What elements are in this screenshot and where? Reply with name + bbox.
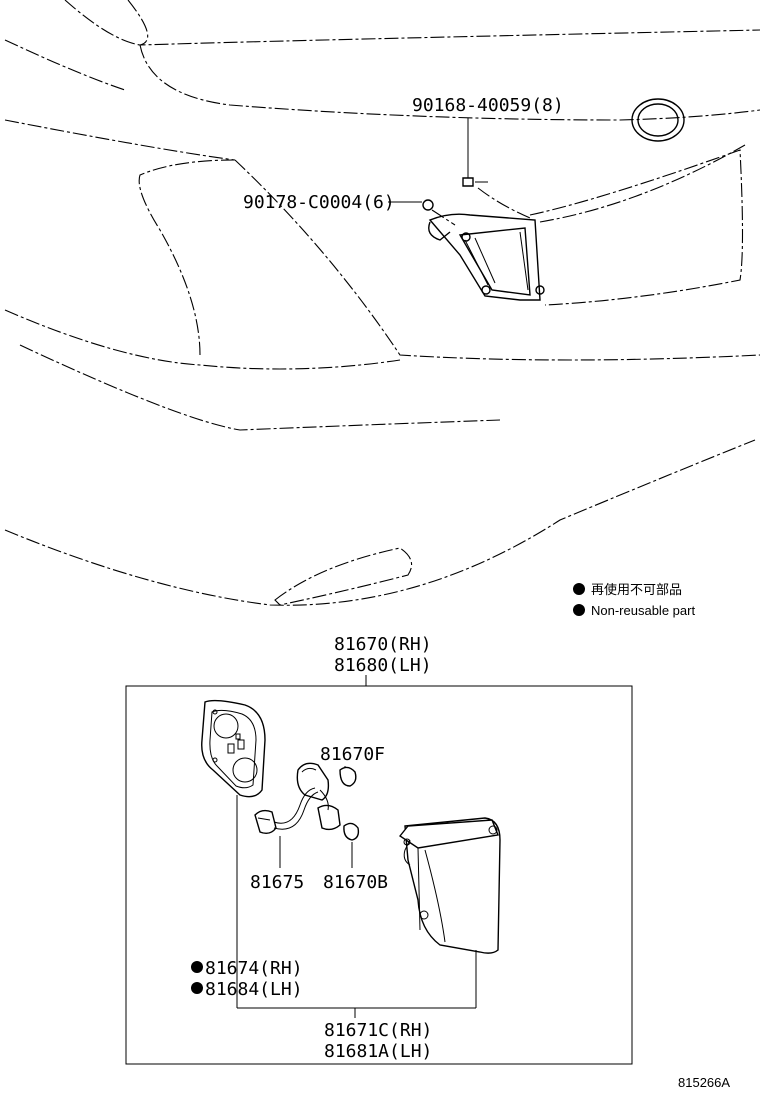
legend-english: Non-reusable part — [591, 603, 695, 618]
gasket — [201, 699, 266, 1008]
gasket-rh-part-number: 81674(RH) — [205, 958, 303, 979]
bolt-part-number: 90168-40059(8) — [412, 95, 564, 116]
lens-rh-part-number: 81671C(RH) — [324, 1020, 432, 1041]
socket: 81670F — [296, 744, 385, 831]
wire-harness: 81675 — [250, 787, 319, 893]
filled-circle-icon — [573, 583, 585, 595]
assembly-rh-part-number: 81670(RH) — [334, 634, 432, 655]
nut-callout: 90178-C0004(6) — [243, 192, 456, 226]
socket-part-number: 81670F — [320, 744, 385, 765]
gasket-callout: 81674(RH) 81684(LH) — [191, 958, 303, 1000]
bulb-part-number: 81670B — [323, 872, 388, 893]
lens-lh-part-number: 81681A(LH) — [324, 1041, 432, 1062]
installed-license-lamp — [428, 213, 545, 301]
assembly-callout: 81670(RH) 81680(LH) — [334, 634, 432, 686]
diagram-id: 815266A — [678, 1075, 730, 1090]
vehicle-body-outline — [4, 0, 760, 606]
gasket-lh-part-number: 81684(LH) — [205, 979, 303, 1000]
nut-part-number: 90178-C0004(6) — [243, 192, 395, 213]
filled-circle-icon — [191, 961, 203, 973]
bolt-callout: 90168-40059(8) — [412, 95, 564, 219]
bulb: 81670B — [323, 766, 388, 893]
lens-housing — [398, 817, 501, 1008]
wire-part-number: 81675 — [250, 872, 304, 893]
filled-circle-icon — [573, 604, 585, 616]
legend-japanese: 再使用不可部品 — [591, 582, 682, 597]
lens-callout: 81671C(RH) 81681A(LH) — [237, 1007, 476, 1062]
filled-circle-icon — [191, 982, 203, 994]
exploded-view-frame — [125, 685, 633, 1065]
assembly-lh-part-number: 81680(LH) — [334, 655, 432, 676]
legend: 再使用不可部品 Non-reusable part — [573, 582, 695, 618]
